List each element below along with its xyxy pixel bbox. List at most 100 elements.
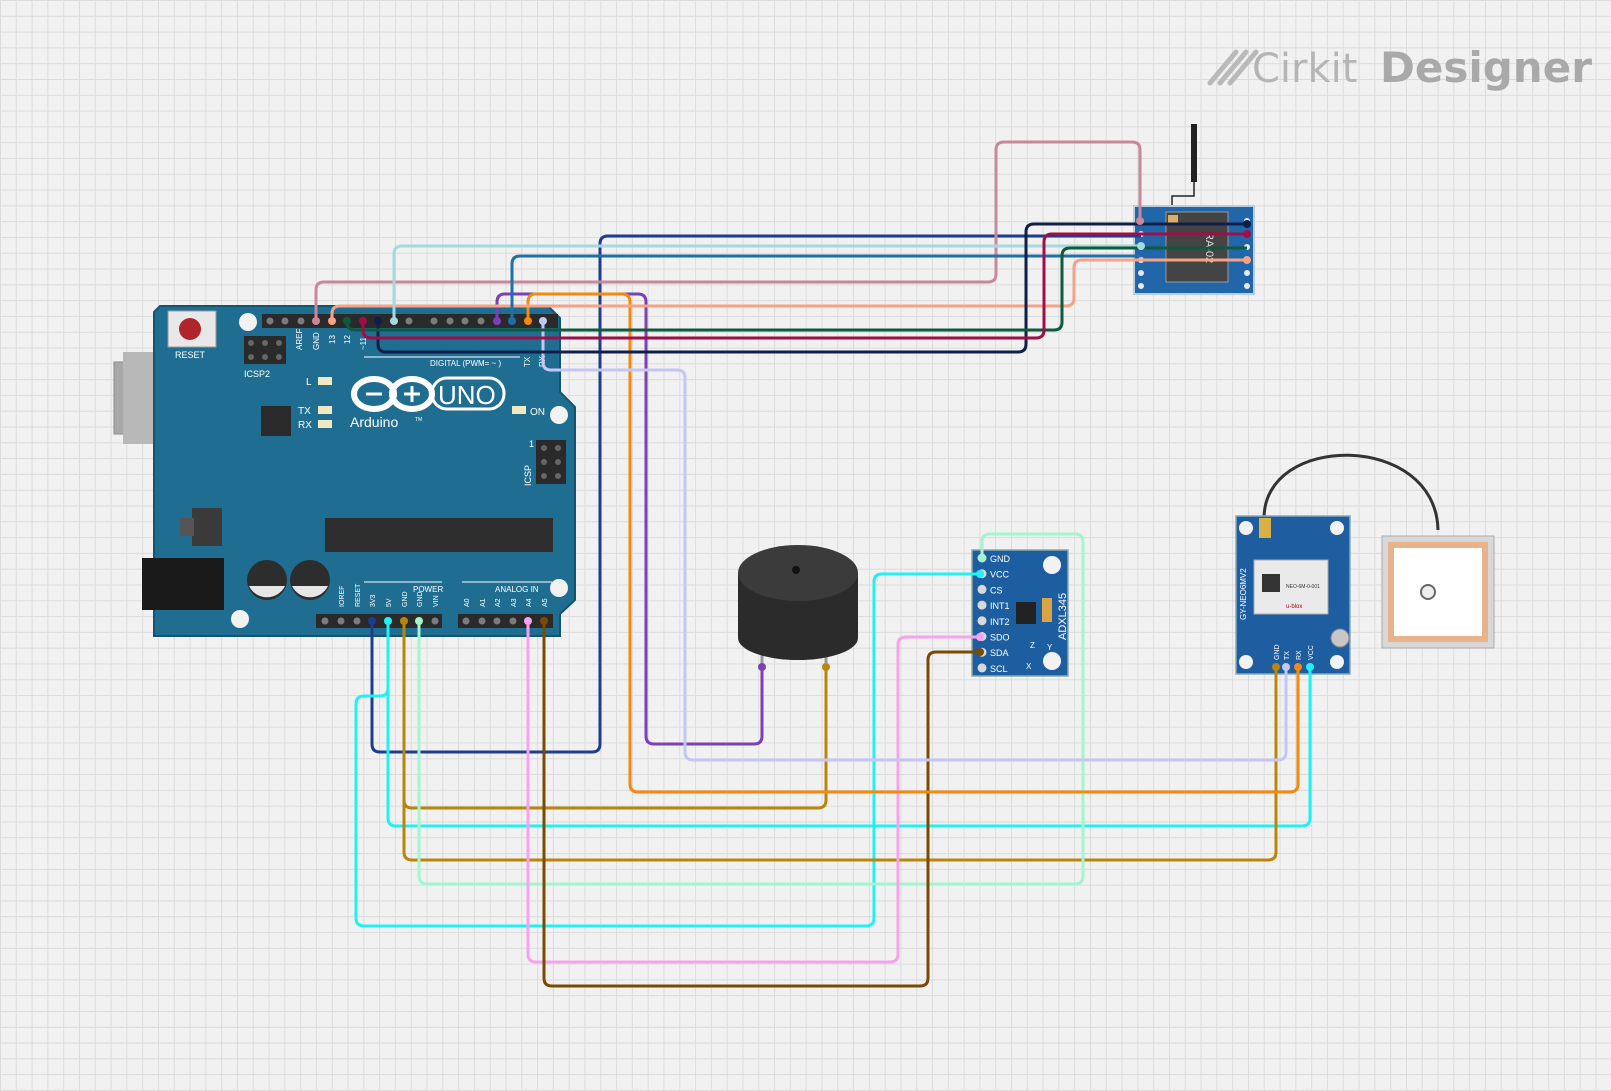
adxl-chip [1016, 602, 1036, 624]
power-header [316, 614, 442, 628]
wire-a4-sdo[interactable] [526, 621, 980, 964]
gps-pin-label: TX [1284, 651, 1291, 660]
wire-rx-gps-tx[interactable] [541, 321, 1288, 762]
gps-pin-label: GND [1274, 644, 1281, 660]
adxl-axis-z: Z [1030, 641, 1035, 650]
gps-pin-label: RX [1296, 650, 1303, 660]
reset-label: RESET [175, 350, 206, 360]
regulator-tab [180, 518, 194, 536]
adxl-crystal [1042, 598, 1052, 622]
mount-hole [1043, 652, 1061, 670]
digital-label: DIGITAL (PWM= ~ ) [430, 359, 501, 368]
gps-chip-model: NEO-6M-0-001 [1286, 584, 1320, 590]
adxl-axis-y: Y [1047, 643, 1053, 652]
wire-d13-lora-sck[interactable] [330, 258, 1247, 321]
wire-a5-sda[interactable] [542, 621, 980, 988]
led-l-label: L [306, 377, 312, 388]
power-label: POWER [413, 585, 443, 594]
wire-gnd-gps[interactable] [402, 621, 1278, 862]
wire-5v-gps-vcc[interactable] [386, 621, 1312, 828]
capacitor [290, 560, 330, 600]
icsp-header [536, 440, 566, 484]
pin-aref-label: AREF [295, 329, 304, 350]
pin-12-label: 12 [343, 335, 352, 344]
wire-gnd-lora[interactable] [314, 140, 1142, 321]
adxl-axis-x: X [1026, 662, 1032, 671]
uno-model: UNO [438, 380, 496, 410]
mount-hole [1043, 556, 1061, 574]
wire-gnd-adxl[interactable] [417, 532, 1085, 886]
dc-jack-front [142, 558, 224, 610]
pin-11-label: ~11 [359, 336, 368, 350]
arduino-brand: Arduino [350, 414, 398, 430]
analog-pin-label: A0 [464, 598, 471, 607]
gps-battery [1330, 628, 1350, 648]
wire-endpoints [312, 217, 1314, 671]
icsp2-header [244, 336, 286, 364]
icsp-label: ICSP [523, 465, 533, 486]
led-on-label: ON [530, 407, 545, 418]
arduino-logo-symbols [366, 386, 420, 402]
logo-text-light: Cirkit [1252, 46, 1357, 92]
lora-ra02-module[interactable]: RA-02 [1133, 124, 1255, 295]
led-tx [318, 406, 332, 414]
logo-text-bold: Designer [1380, 43, 1592, 92]
arduino-tm: TM [415, 417, 422, 423]
gps-pin-label: VCC [1308, 645, 1315, 660]
arduino-uno-board[interactable]: RESET ICSP2 L TX RX ON UNO Arduino TM [113, 305, 576, 637]
reset-button-cap[interactable] [179, 318, 201, 340]
pin-gnd-label: GND [312, 332, 321, 350]
wire-d10-lora-nss[interactable] [376, 222, 1247, 354]
wire-d2-gps-rx[interactable] [526, 292, 1300, 794]
pin-tx-label: TX [523, 356, 532, 367]
piezo-buzzer[interactable] [738, 545, 858, 667]
pin-13-label: 13 [328, 335, 337, 344]
adxl-pin-pad[interactable] [977, 584, 987, 594]
wire-d12-lora-miso[interactable] [345, 246, 1247, 332]
bottom-header-pins [321, 617, 548, 625]
buzzer-hole [792, 566, 800, 574]
led-on [512, 406, 526, 414]
adxl-title: ADXL345 [1057, 593, 1069, 640]
adxl-pin-pad[interactable] [977, 616, 987, 626]
analog-pin-label: A5 [542, 598, 549, 607]
adxl-pin-label: CS [990, 585, 1003, 595]
adxl-pin-pad[interactable] [977, 600, 987, 610]
mount-hole [1330, 521, 1344, 535]
wire-d11-lora-mosi[interactable] [361, 232, 1247, 340]
analog-pin-label: A1 [480, 598, 487, 607]
analog-pin-label: A2 [495, 598, 502, 607]
voltage-regulator [192, 508, 222, 546]
analog-label: ANALOG IN [495, 585, 539, 594]
adxl-pin-label: SDO [990, 633, 1010, 643]
wire-d3-buzzer[interactable] [495, 292, 764, 746]
gps-qr-icon [1262, 574, 1280, 592]
power-pin-label: RESET [355, 583, 362, 607]
uno-badge [430, 376, 506, 411]
icsp-pin1-label: 1 [529, 439, 534, 449]
capacitor [247, 560, 287, 600]
adxl-pin-label: INT2 [990, 617, 1010, 627]
wire-d9-lora[interactable] [392, 244, 1141, 321]
mount-hole [1239, 655, 1253, 669]
mount-hole [550, 406, 568, 424]
power-pin-label: GND [417, 591, 424, 607]
wire-d2-lora[interactable] [510, 254, 1141, 321]
wire-5v-adxl-vcc[interactable] [354, 572, 980, 928]
gps-patch-ceramic [1394, 548, 1482, 636]
led-rx [318, 420, 332, 428]
atmega-chip [325, 518, 553, 552]
power-pin-label: VIN [433, 595, 440, 607]
wire-3v3-lora[interactable] [370, 234, 1141, 754]
adxl-pin-label: SCL [990, 664, 1008, 674]
led-rx-label: RX [298, 420, 312, 431]
power-pin-label: GND [402, 591, 409, 607]
adxl-pin-label: INT1 [990, 601, 1010, 611]
adxl-pin-label: GND [990, 554, 1011, 564]
adxl-pin-pad[interactable] [977, 663, 987, 673]
usb-chip [261, 406, 291, 436]
power-pin-label: 3V3 [370, 594, 377, 607]
